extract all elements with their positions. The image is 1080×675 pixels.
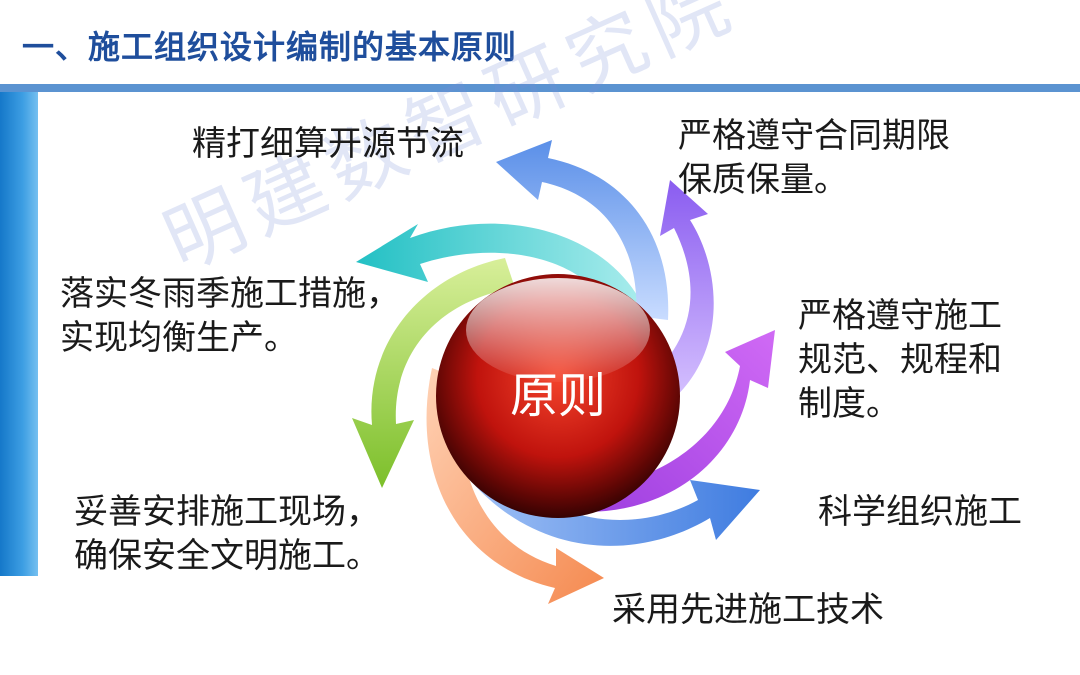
title-divider-bar bbox=[0, 84, 1080, 92]
arrow-blue-right bbox=[470, 470, 760, 546]
arrow-purple bbox=[640, 180, 714, 410]
side-accent-bar bbox=[0, 92, 38, 576]
label-mid-left: 落实冬雨季施工措施， 实现均衡生产。 bbox=[60, 274, 400, 358]
arrow-green bbox=[352, 258, 515, 488]
label-top-right: 严格遵守合同期限 保质保量。 bbox=[678, 116, 950, 200]
label-bottom-left: 妥善安排施工现场， 确保安全文明施工。 bbox=[74, 492, 380, 576]
page-title: 一、施工组织设计编制的基本原则 bbox=[22, 28, 518, 66]
label-mid-right: 严格遵守施工 规范、规程和 制度。 bbox=[798, 296, 1002, 424]
label-bottom-right: 科学组织施工 bbox=[818, 492, 1022, 532]
label-bottom: 采用先进施工技术 bbox=[612, 590, 884, 630]
arrow-teal bbox=[356, 223, 640, 312]
label-top-left: 精打细算开源节流 bbox=[192, 124, 464, 164]
center-label: 原则 bbox=[510, 368, 606, 424]
arrow-blue-top bbox=[496, 140, 669, 320]
sphere-gloss bbox=[466, 278, 650, 382]
